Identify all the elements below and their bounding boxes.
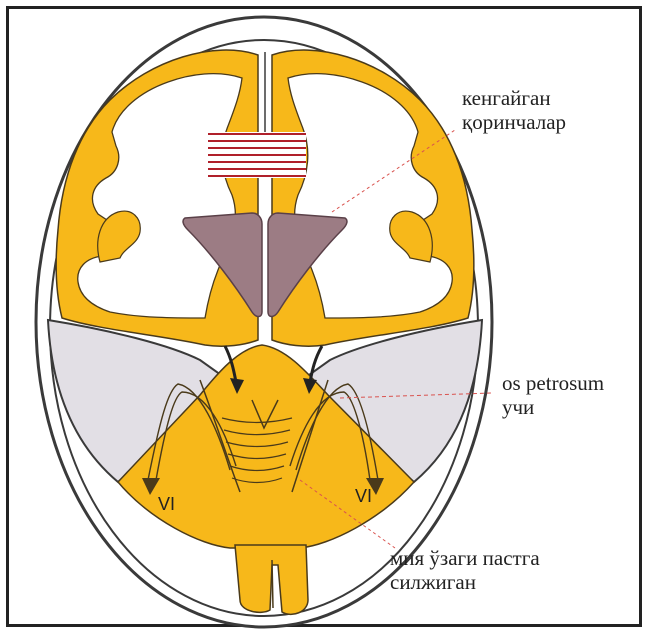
brainstem-groove xyxy=(272,560,273,608)
label-brainstem-displaced: мия ўзаги пастга силжиган xyxy=(390,546,540,594)
label-petrous-line1: os petrosum xyxy=(502,371,604,395)
label-ventricles-line2: қоринчалар xyxy=(462,110,566,134)
label-dilated-ventricles: кенгайган қоринчалар xyxy=(462,86,566,134)
label-petrous-line2: учи xyxy=(502,395,604,419)
label-brainstem-line1: мия ўзаги пастга xyxy=(390,546,540,570)
nerve-label-right: VI xyxy=(355,486,372,506)
corpus-callosum-hatching xyxy=(208,134,306,176)
nerve-label-left: VI xyxy=(158,494,175,514)
label-brainstem-line2: силжиган xyxy=(390,570,540,594)
label-ventricles-line1: кенгайган xyxy=(462,86,566,110)
label-petrous-apex: os petrosum учи xyxy=(502,371,604,419)
